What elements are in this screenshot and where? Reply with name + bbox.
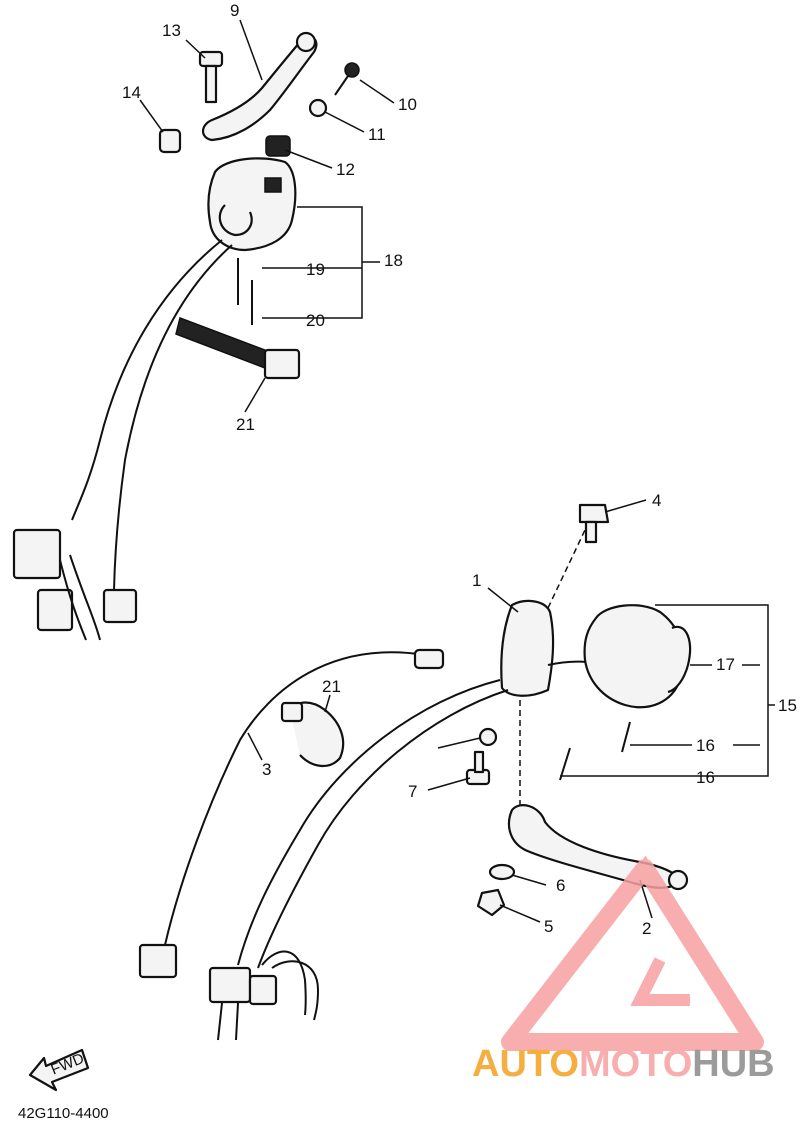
automotohub-watermark: AUTOMOTOHUB <box>472 855 775 1085</box>
right-switch-housing-part <box>583 604 685 709</box>
callout-3: 3 <box>262 760 271 779</box>
spring-part <box>265 135 291 157</box>
callout-2: 2 <box>642 919 651 938</box>
connector-part <box>102 588 138 624</box>
upper-assembly <box>12 31 360 641</box>
callout-21-upper: 21 <box>236 415 255 434</box>
bolt-part <box>465 750 491 786</box>
callout-4: 4 <box>652 491 661 510</box>
callout-16-lower: 16 <box>696 768 715 787</box>
callout-labels: 13 9 14 10 11 12 18 19 20 21 4 1 17 15 1… <box>122 1 797 938</box>
connector-part <box>208 966 252 1004</box>
washer-part <box>478 727 498 747</box>
clutch-lever-part <box>201 35 318 142</box>
nut-part <box>476 888 506 917</box>
master-cylinder-part <box>500 599 555 697</box>
callout-17: 17 <box>716 655 735 674</box>
callout-19: 19 <box>306 260 325 279</box>
callout-16-upper: 16 <box>696 736 715 755</box>
callout-7: 7 <box>408 782 417 801</box>
nut-part <box>158 128 182 154</box>
connector-part <box>138 943 178 979</box>
nut-part <box>308 98 328 118</box>
cable-tie-part <box>175 317 301 380</box>
left-switch-housing-part <box>207 157 297 252</box>
pivot-bolt-part <box>198 50 224 104</box>
callout-11: 11 <box>368 125 386 144</box>
pin-part <box>488 863 516 881</box>
lower-assembly <box>138 503 692 1041</box>
forward-arrow-icon: FWD <box>28 1048 90 1092</box>
watermark-logo-icon <box>501 855 764 1051</box>
screw-part <box>334 62 360 96</box>
cable-tie-part <box>280 701 345 767</box>
diagram-code: 42G110-4400 <box>18 1105 109 1122</box>
callout-1: 1 <box>472 571 481 590</box>
callout-6-lower: 6 <box>556 876 565 895</box>
callout-21-lower: 21 <box>322 677 341 696</box>
connector-part <box>36 588 74 632</box>
callout-10: 10 <box>398 95 417 114</box>
callout-14: 14 <box>122 83 141 102</box>
callout-18: 18 <box>384 251 403 270</box>
leader-lines <box>139 19 775 923</box>
connector-part <box>12 528 62 580</box>
connector-part <box>248 974 278 1006</box>
callout-15: 15 <box>778 696 797 715</box>
watermark-text: AUTOMOTOHUB <box>472 1043 775 1085</box>
callout-9: 9 <box>230 1 239 20</box>
callout-5: 5 <box>544 917 553 936</box>
callout-13: 13 <box>162 21 181 40</box>
bolt-part <box>578 503 610 544</box>
callout-12: 12 <box>336 160 355 179</box>
callout-20: 20 <box>306 311 325 330</box>
